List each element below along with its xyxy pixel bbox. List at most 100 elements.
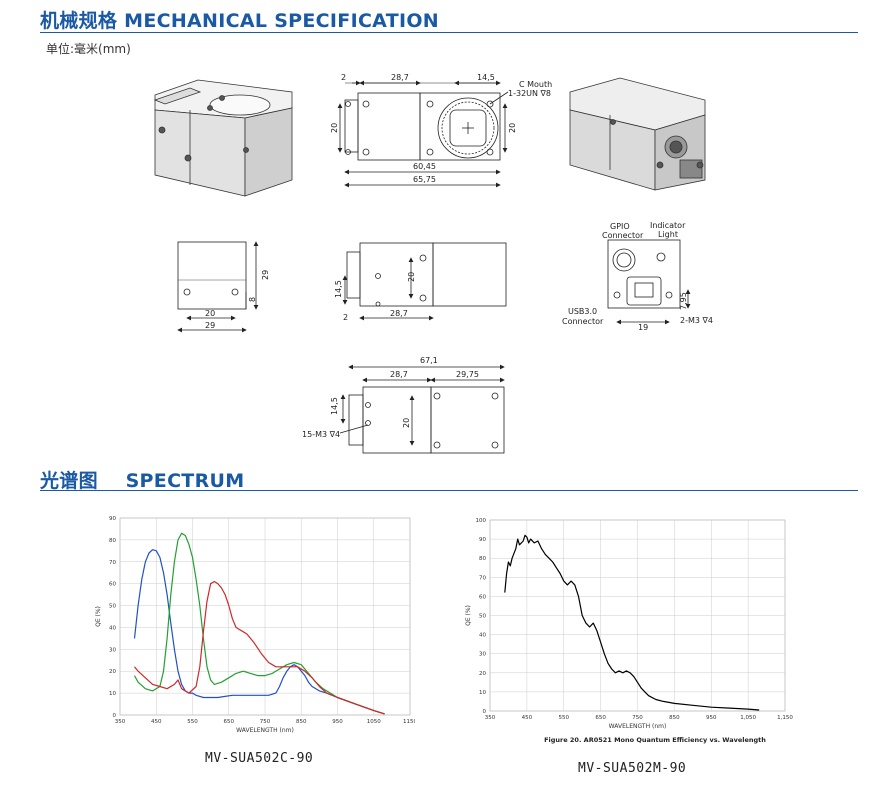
svg-text:14,5: 14,5	[477, 73, 495, 82]
y-tick-label: 50	[109, 604, 116, 610]
front-view	[337, 80, 509, 188]
x-tick-label: 750	[260, 719, 271, 725]
mechanical-drawings: 2 28,7 14,5 C Mouth 1-32UN ∇8 60,45 65,7…	[153, 73, 713, 454]
y-tick-label: 30	[109, 647, 116, 653]
y-tick-label: 0	[113, 713, 117, 719]
x-tick-label: 350	[115, 719, 126, 725]
series-line-1	[133, 532, 385, 715]
y-tick-label: 20	[109, 669, 116, 675]
svg-text:15-M3 ∇4: 15-M3 ∇4	[302, 430, 340, 439]
x-tick-label: 1,150	[777, 715, 793, 721]
svg-text:29: 29	[261, 270, 270, 280]
chart-series	[504, 534, 760, 711]
svg-text:67,1: 67,1	[420, 356, 438, 365]
svg-text:8: 8	[248, 297, 257, 302]
bottom-view-labels: 20 14,5 2 28,7	[334, 272, 416, 322]
x-tick-label: 850	[296, 719, 307, 725]
svg-text:20: 20	[407, 272, 416, 282]
unit-note: 单位:毫米(mm)	[46, 42, 131, 56]
top-view-labels: 67,1 28,7 29,75 14,5 20 15-M3 ∇4	[302, 356, 479, 439]
y-tick-label: 50	[479, 614, 486, 620]
series-line-2	[134, 580, 385, 715]
x-tick-label: 350	[485, 715, 496, 721]
y-tick-label: 70	[109, 560, 116, 566]
chart-grid	[119, 517, 411, 716]
spectrum-title: 光谱图 SPECTRUM	[40, 470, 245, 492]
y-tick-label: 90	[109, 516, 116, 522]
chart-title: Figure 20. AR0521 Mono Quantum Efficienc…	[544, 736, 766, 744]
y-tick-label: 60	[479, 594, 486, 600]
chart-caption-color: MV-SUA502C-90	[205, 751, 314, 766]
front-view-labels: 2 28,7 14,5 C Mouth 1-32UN ∇8 60,45 65,7…	[330, 73, 552, 184]
x-tick-label: 950	[332, 719, 343, 725]
svg-text:65,75: 65,75	[413, 175, 436, 184]
svg-text:Connector: Connector	[562, 317, 604, 326]
svg-text:29: 29	[205, 321, 215, 330]
svg-text:1-32UN ∇8: 1-32UN ∇8	[508, 89, 551, 98]
svg-text:2: 2	[341, 73, 346, 82]
x-tick-label: 550	[187, 719, 198, 725]
x-tick-label: 1,050	[740, 715, 756, 721]
x-tick-label: 650	[595, 715, 606, 721]
svg-text:20: 20	[508, 123, 517, 133]
svg-text:7,95: 7,95	[679, 292, 688, 310]
y-tick-label: 80	[109, 538, 116, 544]
spectrum-rule	[40, 490, 858, 491]
svg-text:Indicator: Indicator	[650, 221, 686, 230]
series-line-0	[504, 534, 760, 711]
svg-text:28,7: 28,7	[390, 309, 408, 318]
chart-series	[133, 532, 385, 715]
top-view	[339, 364, 505, 454]
chart-caption-mono: MV-SUA502M-90	[578, 761, 687, 776]
x-tick-label: 450	[522, 715, 533, 721]
mechanical-spec-title: 机械规格 MECHANICAL SPECIFICATION	[40, 10, 439, 32]
y-axis-label: QE (%)	[465, 605, 472, 626]
svg-text:C Mouth: C Mouth	[519, 80, 552, 89]
iso-view-back	[569, 77, 706, 191]
svg-text:14,5: 14,5	[334, 280, 343, 298]
connector-view	[607, 239, 691, 325]
y-tick-label: 70	[479, 575, 486, 581]
y-tick-label: 0	[483, 709, 487, 715]
y-tick-label: 80	[479, 556, 486, 562]
x-tick-label: 450	[151, 719, 162, 725]
svg-text:20: 20	[205, 309, 215, 318]
y-tick-label: 40	[479, 633, 486, 639]
svg-text:20: 20	[330, 123, 339, 133]
y-axis-label: QE (%)	[95, 606, 102, 627]
back-view-labels: 20 29 29 8	[205, 270, 270, 330]
y-tick-label: 40	[109, 625, 116, 631]
x-tick-label: 1050	[367, 719, 381, 725]
svg-text:GPIO: GPIO	[610, 222, 630, 231]
svg-text:Connector: Connector	[602, 231, 644, 240]
mechanical-spec-rule	[40, 32, 858, 33]
svg-text:60,45: 60,45	[413, 162, 436, 171]
x-tick-label: 550	[559, 715, 570, 721]
y-tick-label: 10	[109, 691, 116, 697]
chart-grid	[489, 519, 786, 712]
x-axis-label: WAVELENGTH (nm)	[236, 727, 294, 734]
x-tick-label: 650	[224, 719, 235, 725]
series-line-0	[133, 549, 385, 715]
svg-text:2-M3 ∇4: 2-M3 ∇4	[680, 316, 713, 325]
x-tick-label: 850	[669, 715, 680, 721]
svg-text:28,7: 28,7	[391, 73, 409, 82]
x-axis-label: WAVELENGTH (nm)	[609, 723, 667, 730]
y-tick-label: 10	[479, 690, 486, 696]
svg-text:20: 20	[402, 418, 411, 428]
connector-labels: GPIO Connector Indicator Light USB3.0 Co…	[562, 221, 713, 332]
svg-text:Light: Light	[658, 230, 678, 239]
x-tick-label: 950	[706, 715, 717, 721]
y-tick-label: 60	[109, 582, 116, 588]
svg-text:28,7: 28,7	[390, 370, 408, 379]
svg-text:2: 2	[343, 313, 348, 322]
x-tick-label: 750	[632, 715, 643, 721]
y-tick-label: 100	[476, 518, 487, 524]
back-view	[177, 241, 259, 333]
svg-text:29,75: 29,75	[456, 370, 479, 379]
